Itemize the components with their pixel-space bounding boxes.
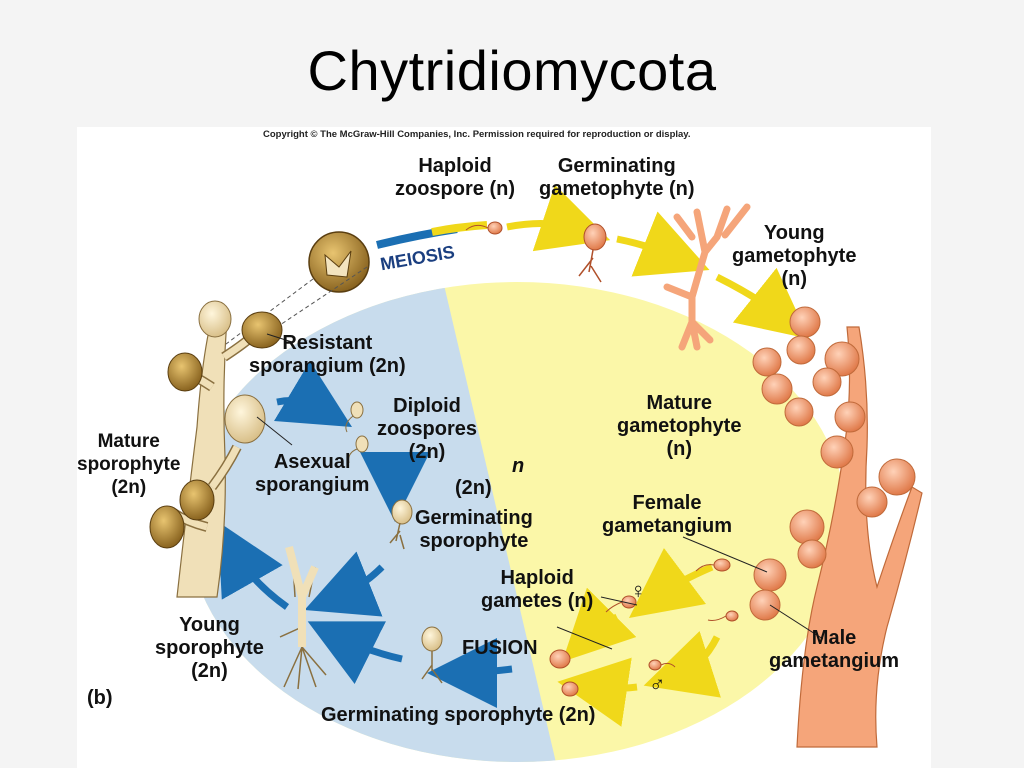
mature-gametophyte-drawing — [749, 306, 923, 748]
germinating-sporophyte-bottom-drawing — [421, 626, 443, 684]
label-young-sporophyte: Young sporophyte (2n) — [155, 614, 264, 682]
arrow-to-mature — [715, 267, 810, 339]
arrow-female-gametes — [628, 548, 714, 618]
young-sporophyte-drawing — [279, 545, 327, 690]
arrow-zoospore-to-germinating — [506, 184, 611, 252]
label-fusion: FUSION — [462, 637, 538, 659]
panel-label: (b) — [87, 687, 113, 709]
haploid-zoospore-drawing — [465, 221, 503, 235]
arrow-gametes-fusion — [562, 587, 637, 662]
meiosis-bar — [376, 221, 488, 249]
arrow-zoospores-down — [359, 451, 430, 522]
female-symbol: ♀ — [630, 578, 647, 603]
life-cycle-figure: Copyright © The McGraw-Hill Companies, I… — [77, 127, 931, 768]
label-haploid-gametes: Haploid gametes (n) — [481, 567, 594, 612]
arrow-to-young-sporophyte — [307, 621, 403, 684]
label-asexual-sporangium: Asexual sporangium — [255, 451, 370, 496]
young-gametophyte-drawing — [663, 203, 751, 351]
germinating-sporophyte-center-drawing — [389, 499, 413, 550]
label-zone-n: n — [512, 455, 525, 477]
leader-lines — [556, 536, 824, 650]
arrow-fusion-to-germinating-sporophyte — [427, 637, 513, 708]
diploid-arrows — [217, 360, 513, 708]
slide-title: Chytridiomycota — [307, 39, 717, 102]
label-resistant-sporangium: Resistant sporangium (2n) — [249, 332, 406, 377]
male-symbol: ♂ — [649, 671, 666, 696]
life-cycle-diagram — [149, 184, 923, 762]
female-gametes-drawing — [605, 558, 731, 613]
diploid-zoospores-drawing — [345, 401, 369, 464]
arrow-male-to-fusion — [557, 657, 638, 727]
label-haploid-zoospore: Haploid zoospore (n) — [395, 155, 515, 200]
label-germinating-sporophyte-center: Germinating sporophyte — [415, 507, 533, 552]
label-germinating-sporophyte-bottom: Germinating sporophyte (2n) — [321, 704, 596, 726]
label-zone-2n: (2n) — [455, 477, 492, 499]
label-germinating-gametophyte: Germinating gametophyte (n) — [539, 155, 695, 200]
arrow-asexual-release — [273, 360, 353, 427]
arrow-male-gametes — [643, 630, 722, 698]
copyright-notice: Copyright © The McGraw-Hill Companies, I… — [263, 129, 691, 140]
haploid-arrows — [506, 184, 810, 727]
label-female-gametangium: Female gametangium — [602, 492, 733, 537]
arrow-to-young-gametophyte — [616, 211, 710, 277]
mature-sporophyte-drawing — [149, 300, 293, 598]
label-male-gametangium: Male gametangium — [769, 627, 900, 672]
label-diploid-zoospores: Diploid zoospores (2n) — [377, 395, 478, 463]
arrow-to-mature-sporophyte — [217, 521, 290, 610]
label-mature-gametophyte: Mature gametophyte (n) — [617, 392, 742, 460]
label-mature-sporophyte: Mature sporophyte (2n) — [77, 431, 181, 498]
label-young-gametophyte: Young gametophyte (n) — [732, 222, 857, 290]
male-gametes-drawing — [648, 610, 739, 671]
fusion-zygote-drawing — [549, 649, 579, 697]
arrow-germinating-to-young — [304, 551, 385, 617]
germinating-gametophyte-drawing — [578, 223, 607, 283]
